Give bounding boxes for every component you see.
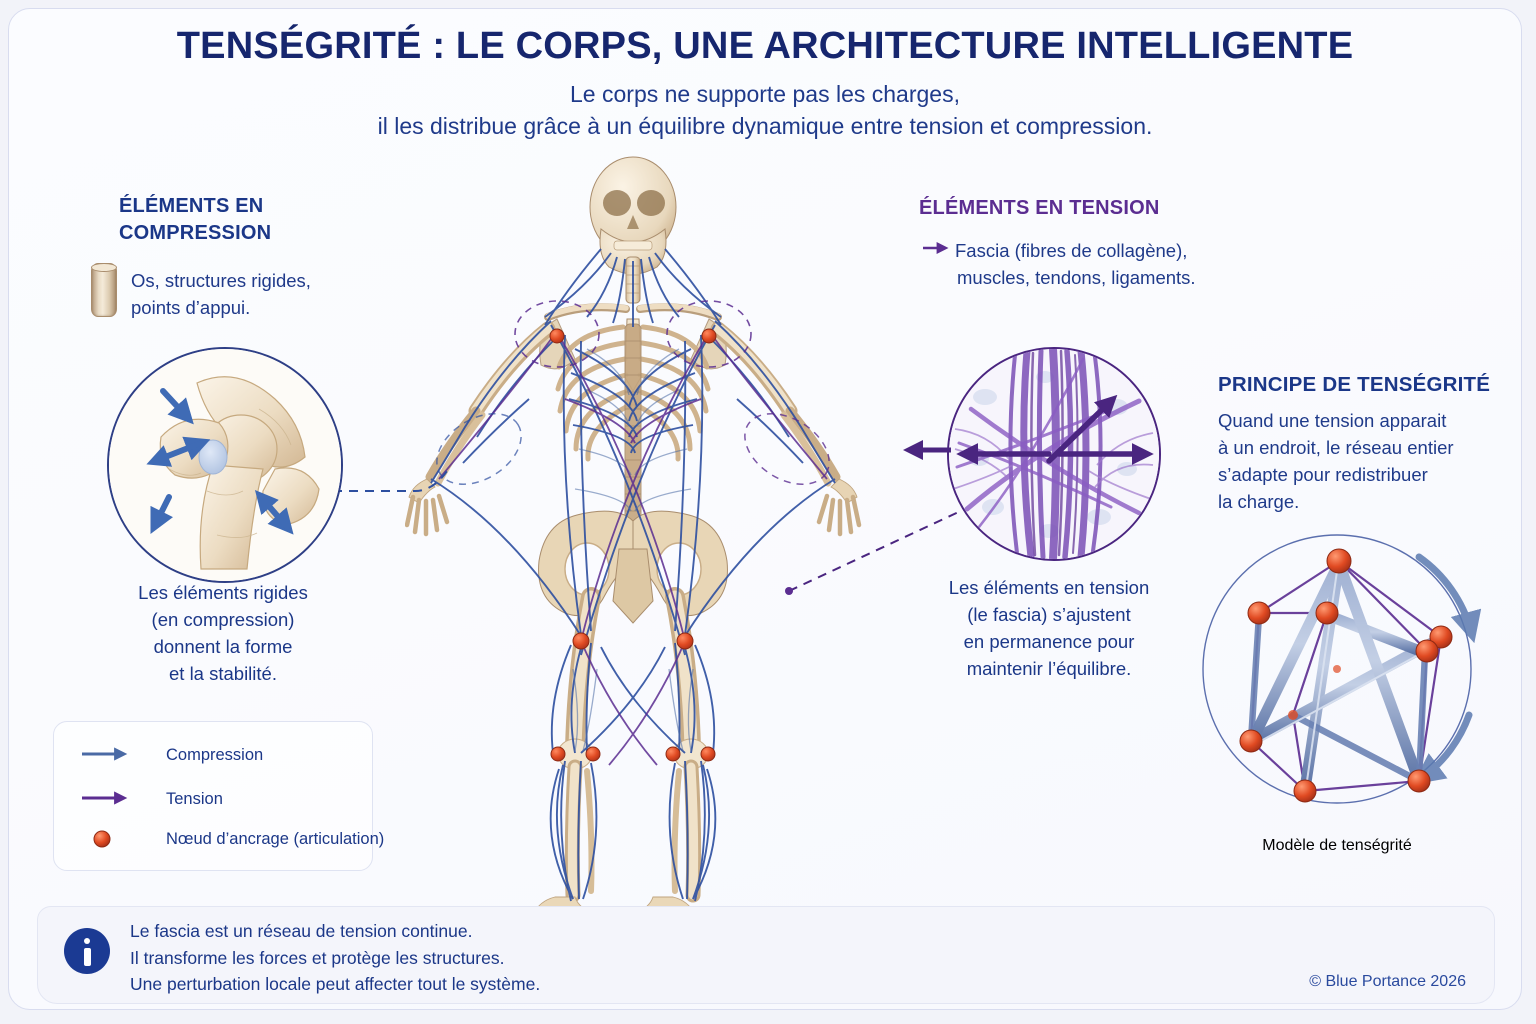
page-title: TENSÉGRITÉ : LE CORPS, UNE ARCHITECTURE … [176,25,1354,67]
principle-text-line-2: à un endroit, le réseau entier [1218,437,1454,458]
principle-text-line-3: s’adapte pour redistribuer [1218,464,1428,485]
compression-item-line-2: points d’appui. [131,297,251,318]
compression-caption-line-1: Les éléments rigides [138,582,308,603]
compression-caption-line-2: (en compression) [151,609,295,630]
compression-caption-line-4: et la stabilité. [169,663,277,684]
footer-line-3: Une perturbation locale peut affecter to… [130,974,541,994]
footer-line-2: Il transforme les forces et protège les … [130,947,505,968]
tension-caption: Les éléments en tension (le fascia) s’aj… [929,574,1169,682]
anchor-node-icon [93,830,111,848]
legend-item-node[interactable]: Nœud d’ancrage (articulation) [80,828,384,854]
legend-label-tension: Tension [166,790,223,808]
shoulder-joint-closeup [107,347,343,583]
tension-item-line-1: Fascia (fibres de collagène), [955,240,1188,261]
footer-note: Le fascia est un réseau de tension conti… [37,906,1495,1004]
legend-label-compression: Compression [166,746,264,764]
principle-text-line-4: la charge. [1218,491,1300,512]
anchor-node [549,328,717,762]
footer-line-1: Le fascia est un réseau de tension conti… [130,921,473,941]
compression-heading-line-2: COMPRESSION [119,222,272,244]
subtitle-line-2: il les distribue grâce à un équilibre dy… [377,113,1153,139]
compression-heading-line-1: ÉLÉMENTS EN [119,195,264,217]
info-icon [64,928,110,974]
principle-text: Quand une tension apparait à un endroit,… [1218,407,1478,515]
compression-item-line-1: Os, structures rigides, [131,270,311,291]
compression-arrow-icon [82,747,128,761]
tension-caption-line-2: (le fascia) s’ajustent [967,604,1131,625]
legend-label-node: Nœud d’ancrage (articulation) [166,830,385,848]
tension-heading: ÉLÉMENTS EN TENSION [919,197,1160,219]
fascia-closeup [947,347,1161,561]
tension-connector-line [775,499,975,609]
legend-box: Compression Tension Nœud d’ancrage (arti… [53,721,384,871]
compression-connector-line [329,449,469,529]
principle-heading: PRINCIPE DE TENSÉGRITÉ [1218,373,1491,396]
fascia-left-arrow-icon [903,437,953,463]
tension-arrow-icon [921,237,955,259]
compression-caption-line-3: donnent la forme [153,636,293,657]
copyright-text: © Blue Portance 2026 [1309,973,1466,990]
model-caption: Modèle de tenségrité [1262,837,1412,854]
bone-cylinder-icon [91,263,117,317]
subtitle-line-1: Le corps ne supporte pas les charges, [570,81,960,107]
tension-item-line-2: muscles, tendons, ligaments. [957,267,1196,288]
tensegrity-model-diagram [1187,519,1487,819]
tension-caption-line-3: en permanence pour [963,631,1135,652]
infographic-canvas: TENSÉGRITÉ : LE CORPS, UNE ARCHITECTURE … [8,8,1522,1010]
compression-item-text: Os, structures rigides, points d’appui. [131,267,361,321]
tension-arrow-icon [82,791,128,805]
compression-caption: Les éléments rigides (en compression) do… [93,579,353,687]
model-node [1239,548,1453,803]
principle-text-line-1: Quand une tension apparait [1218,410,1447,431]
compression-heading: ÉLÉMENTS EN COMPRESSION [119,193,271,247]
tension-caption-line-4: maintenir l’équilibre. [966,658,1132,679]
tension-item-text: Fascia (fibres de collagène), muscles, t… [955,237,1225,291]
legend-item-tension[interactable]: Tension [80,788,223,814]
legend-item-compression[interactable]: Compression [80,744,263,770]
tension-caption-line-1: Les éléments en tension [948,577,1150,598]
